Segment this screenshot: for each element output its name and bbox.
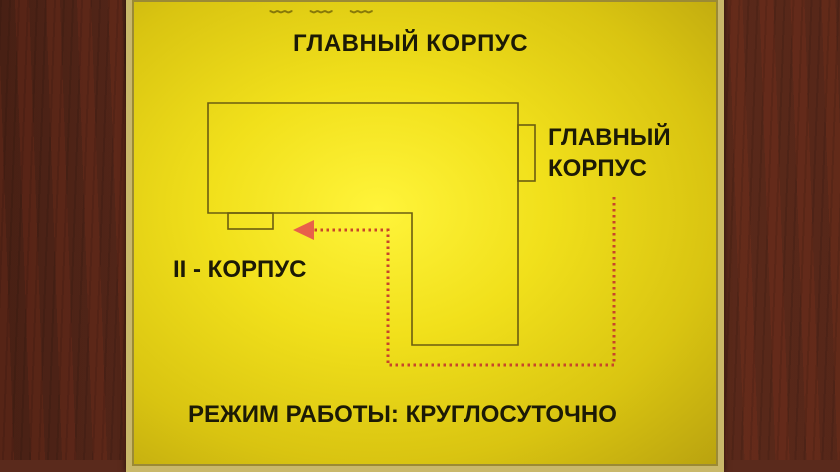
route-path [312, 197, 616, 367]
route-arrow-icon [293, 220, 314, 240]
main-building-label-line-2: КОРПУС [548, 155, 647, 182]
building-two-annex [227, 212, 274, 230]
main-entrance-annex [517, 124, 536, 182]
main-building-label: ГЛАВНЫЙ КОРПУС [548, 122, 671, 184]
working-hours: РЕЖИМ РАБОТЫ: КРУГЛОСУТОЧНО [188, 401, 617, 428]
main-building-label-line-1: ГЛАВНЫЙ [548, 124, 671, 151]
sign-title: ГЛАВНЫЙ КОРПУС [293, 30, 529, 57]
building-floor-plan [207, 102, 616, 367]
sign-plate [126, 0, 724, 472]
building-two-label: II - КОРПУС [173, 256, 307, 283]
main-building-outline [207, 102, 519, 346]
